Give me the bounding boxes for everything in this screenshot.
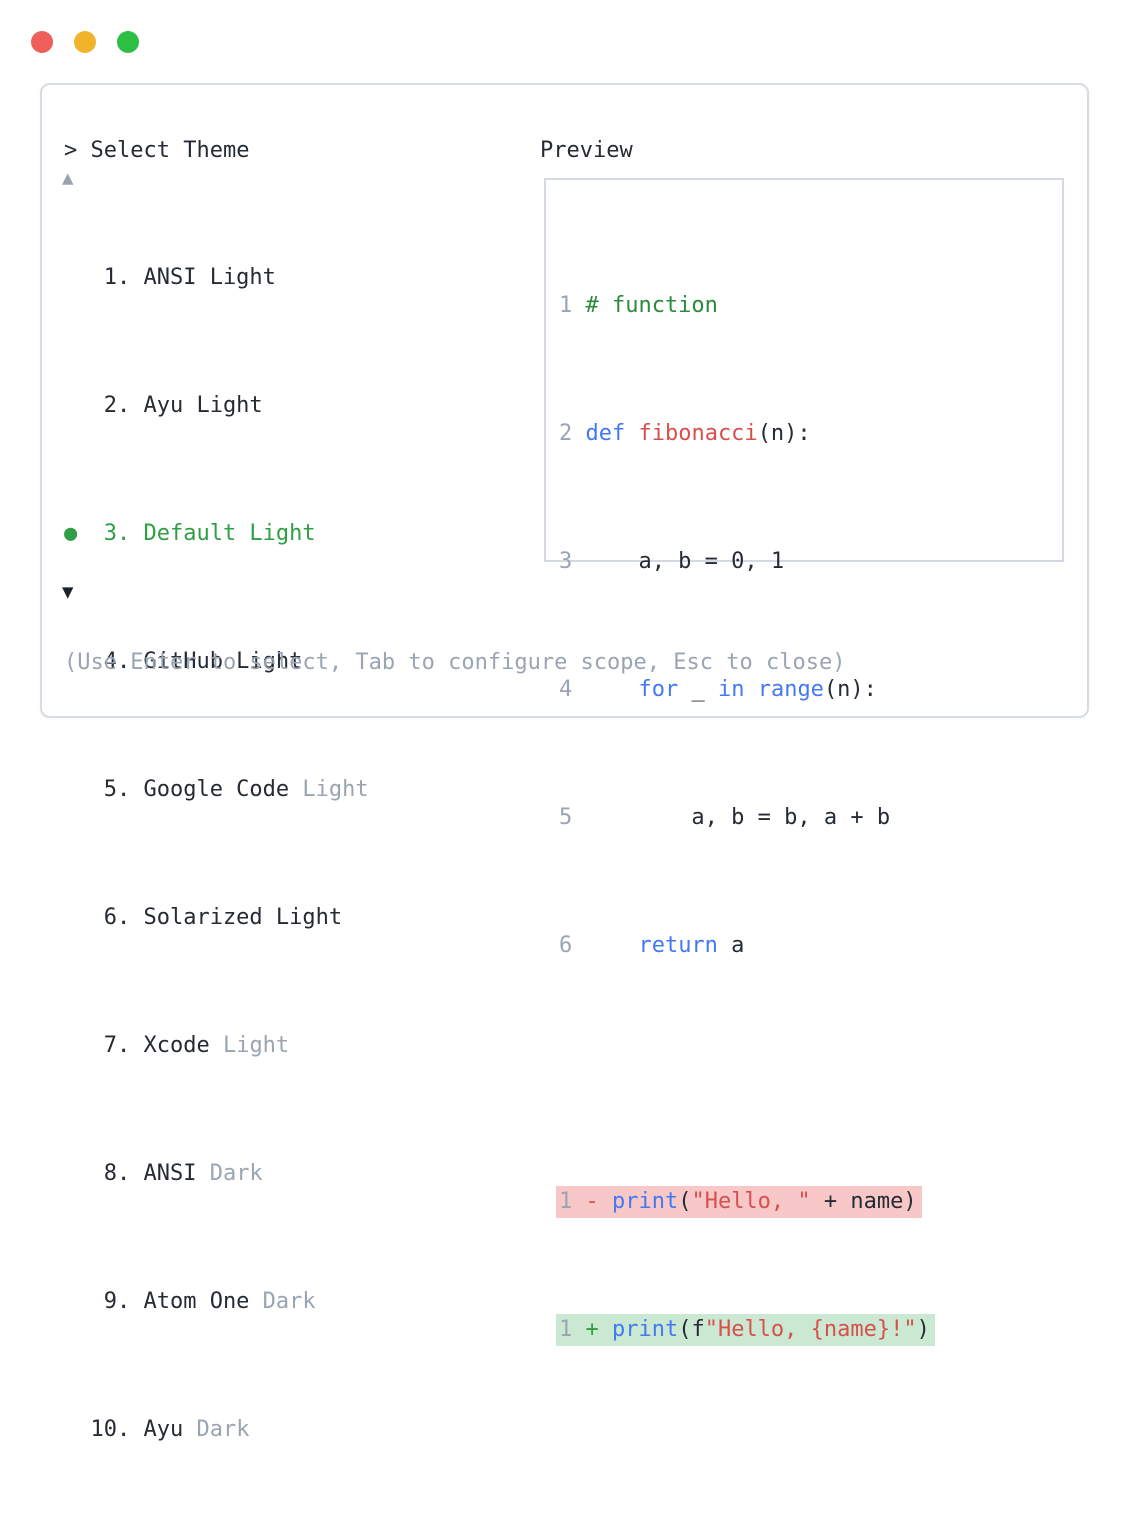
theme-list-item[interactable]: ● 3. Default Light xyxy=(64,518,369,550)
theme-item-label: Ayu Light xyxy=(143,393,263,418)
line-number: 4 xyxy=(559,677,573,702)
theme-item-label: Default Light xyxy=(143,521,316,546)
theme-list-item[interactable]: 10. Ayu Dark xyxy=(64,1414,369,1446)
code-line: 3 a, b = 0, 1 xyxy=(559,546,1052,578)
line-number: 3 xyxy=(559,549,573,574)
code-tokens: + print(f"Hello, {name}!") xyxy=(585,1317,930,1342)
theme-item-variant: Light xyxy=(209,1033,290,1058)
selected-bullet-icon: ● xyxy=(64,521,78,546)
theme-item-label: Google Code xyxy=(143,777,290,802)
theme-item-number: 5. xyxy=(103,777,131,802)
code-line: 4 for _ in range(n): xyxy=(559,674,1052,706)
dialog-title-text: Select Theme xyxy=(90,138,250,163)
theme-item-variant: Dark xyxy=(249,1289,316,1314)
theme-item-variant: Light xyxy=(289,777,369,802)
dialog-title: > Select Theme xyxy=(64,135,249,167)
code-tokens: a, b = 0, 1 xyxy=(585,549,785,574)
diff-added-line: 1 + print(f"Hello, {name}!") xyxy=(556,1314,1052,1346)
diff-removed-line: 1 - print("Hello, " + name) xyxy=(556,1186,1052,1218)
line-number: 1 xyxy=(559,293,573,318)
line-number: 5 xyxy=(559,805,573,830)
code-line xyxy=(559,1058,1052,1090)
code-tokens: def fibonacci(n): xyxy=(585,421,811,446)
theme-item-label: ANSI Light xyxy=(143,265,276,290)
line-number: 2 xyxy=(559,421,573,446)
scroll-down-icon[interactable]: ▼ xyxy=(62,581,74,603)
minimize-button[interactable] xyxy=(74,31,96,53)
scroll-up-icon[interactable]: ▲ xyxy=(62,167,74,189)
theme-item-number: 3. xyxy=(103,521,131,546)
theme-item-number: 9. xyxy=(103,1289,131,1314)
code-tokens: # function xyxy=(585,293,718,318)
code-line: 1 # function xyxy=(559,290,1052,322)
preview-pane: 1 # function 2 def fibonacci(n): 3 a, b = … xyxy=(544,178,1064,1346)
code-line: 5 a, b = b, a + b xyxy=(559,802,1052,834)
theme-item-number: 1. xyxy=(103,265,131,290)
theme-list-item[interactable]: 8. ANSI Dark xyxy=(64,1158,369,1190)
theme-item-variant: Dark xyxy=(196,1161,263,1186)
theme-picker-dialog: > Select Theme Preview ▲ 1. ANSI Light 2… xyxy=(40,83,1089,1442)
theme-item-label: Solarized Light xyxy=(143,905,343,930)
window-controls xyxy=(31,31,139,53)
theme-list-item[interactable]: 4. GitHub Light xyxy=(64,646,369,678)
code-tokens: for _ in range(n): xyxy=(638,677,877,702)
theme-item-label: Atom One xyxy=(143,1289,250,1314)
theme-item-label: Ayu xyxy=(143,1417,184,1442)
theme-list-item[interactable]: 5. Google Code Light xyxy=(64,774,369,806)
code-line: 6 return a xyxy=(559,930,1052,962)
keyboard-hints: (Use Enter to select, Tab to configure s… xyxy=(64,650,846,675)
theme-list-item[interactable]: 2. Ayu Light xyxy=(64,390,369,422)
theme-list-item[interactable]: 9. Atom One Dark xyxy=(64,1286,369,1318)
zoom-button[interactable] xyxy=(117,31,139,53)
preview-label: Preview xyxy=(540,138,633,163)
theme-list-item[interactable]: 7. Xcode Light xyxy=(64,1030,369,1062)
theme-item-number: 2. xyxy=(103,393,131,418)
prompt-symbol: > xyxy=(64,138,78,163)
code-tokens: - print("Hello, " + name) xyxy=(585,1189,917,1214)
theme-item-variant: Dark xyxy=(183,1417,250,1442)
code-tokens: return a xyxy=(638,933,745,958)
close-button[interactable] xyxy=(31,31,53,53)
code-tokens: a, b = b, a + b xyxy=(585,805,891,830)
theme-item-number: 7. xyxy=(103,1033,131,1058)
theme-item-number: 6. xyxy=(103,905,131,930)
theme-item-number: 4. xyxy=(103,649,131,674)
code-line: 2 def fibonacci(n): xyxy=(559,418,1052,450)
theme-item-number: 8. xyxy=(103,1161,131,1186)
theme-item-label: ANSI xyxy=(143,1161,197,1186)
line-number: 6 xyxy=(559,933,573,958)
theme-item-label: GitHub Light xyxy=(143,649,303,674)
code-listing: 1 # function 2 def fibonacci(n): 3 a, b = … xyxy=(556,226,1052,1378)
theme-list-item[interactable]: 1. ANSI Light xyxy=(64,262,369,294)
theme-item-label: Xcode xyxy=(143,1033,210,1058)
theme-list-item[interactable]: 6. Solarized Light xyxy=(64,902,369,934)
line-number: 1 xyxy=(559,1189,573,1214)
theme-item-number: 10. xyxy=(90,1417,131,1442)
line-number: 1 xyxy=(559,1317,573,1342)
theme-list: 1. ANSI Light 2. Ayu Light ● 3. Default L… xyxy=(64,198,369,1514)
